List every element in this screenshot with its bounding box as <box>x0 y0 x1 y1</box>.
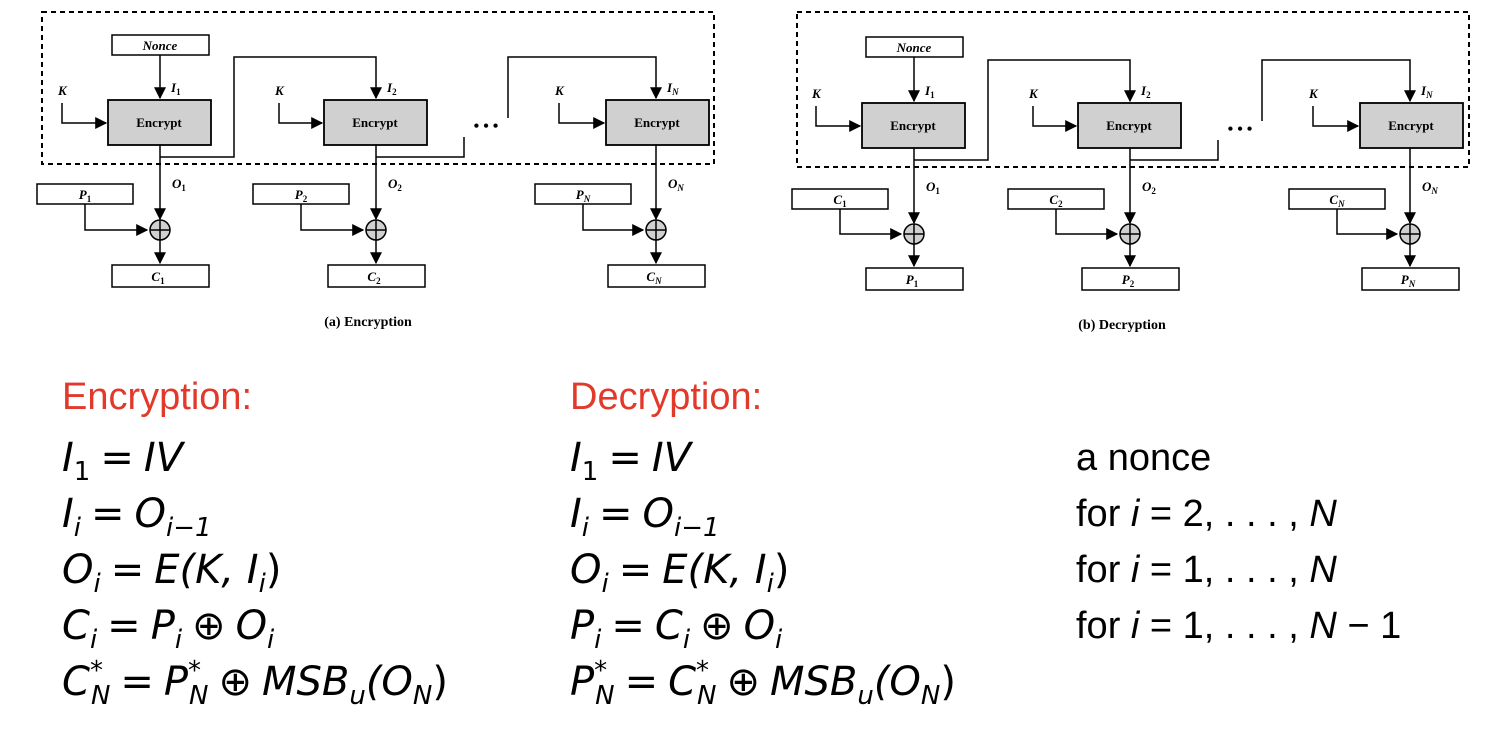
encryption-diagram: Nonce I1 K Encrypt O1 P1 C1 I2 K Encrypt… <box>36 11 715 330</box>
decryption-dashed-boundary <box>796 11 1470 168</box>
decryption-heading: Decryption: <box>570 376 763 418</box>
svg-text:ON: ON <box>1422 179 1438 196</box>
condition-2: for i = 2, . . . , N <box>1076 493 1337 535</box>
svg-text:K: K <box>811 86 822 101</box>
svg-text:I2: I2 <box>386 80 397 97</box>
key-label: K <box>57 83 68 98</box>
continuation-dots: • • • <box>474 118 499 135</box>
encryption-dashed-boundary <box>41 11 715 165</box>
enc-eq-5: C*N=P*N⊕MSBu(ON) <box>62 656 448 711</box>
encryption-heading: Encryption: <box>62 376 253 418</box>
encrypt-block <box>1077 102 1182 149</box>
svg-text:Encrypt: Encrypt <box>890 118 936 133</box>
ofb-mode-diagram: Nonce I1 K Encrypt O1 P1 C1 I2 K Encrypt… <box>36 11 1470 333</box>
condition-3: for i = 1, . . . , N <box>1076 549 1337 591</box>
svg-text:I2: I2 <box>1140 83 1151 100</box>
svg-text:K: K <box>274 83 285 98</box>
condition-4: for i = 1, . . . , N − 1 <box>1076 605 1402 647</box>
encryption-caption: (a) Encryption <box>324 315 412 330</box>
dec-eq-5: P*N=C*N⊕MSBu(ON) <box>570 656 956 711</box>
svg-text:Encrypt: Encrypt <box>634 115 680 130</box>
svg-text:Encrypt: Encrypt <box>1388 118 1434 133</box>
svg-text:O1: O1 <box>926 179 940 196</box>
svg-text:I1: I1 <box>924 83 935 100</box>
enc-eq-4: Ci=Pi⊕Oi <box>62 603 275 655</box>
svg-text:O1: O1 <box>172 176 186 193</box>
decryption-caption: (b) Decryption <box>1078 318 1166 333</box>
enc-eq-1: I1=IV <box>62 435 184 487</box>
svg-text:Encrypt: Encrypt <box>352 115 398 130</box>
svg-text:IN: IN <box>1420 83 1433 100</box>
svg-text:IN: IN <box>666 80 679 97</box>
svg-text:Encrypt: Encrypt <box>1106 118 1152 133</box>
dec-eq-3: Oi=E(K, Ii) <box>570 547 790 599</box>
encrypt-block <box>1359 102 1464 149</box>
svg-text:Encrypt: Encrypt <box>136 115 182 130</box>
enc-eq-3: Oi=E(K, Ii) <box>62 547 282 599</box>
svg-text:Nonce: Nonce <box>896 40 932 55</box>
nonce-label: Nonce <box>142 38 178 53</box>
svg-text:K: K <box>1028 86 1039 101</box>
svg-text:K: K <box>554 83 565 98</box>
dec-eq-4: Pi=Ci⊕Oi <box>570 603 783 655</box>
svg-text:ON: ON <box>668 176 684 193</box>
encrypt-block <box>107 99 212 146</box>
encrypt-block <box>605 99 710 146</box>
decryption-diagram: Nonce I1 K Encrypt O1 C1 P1 I2 K Encrypt… <box>791 11 1470 333</box>
svg-text:O2: O2 <box>1142 179 1156 196</box>
dec-eq-2: Ii=Oi−1 <box>570 491 720 543</box>
condition-1: a nonce <box>1076 437 1212 479</box>
dec-eq-1: I1=IV <box>570 435 692 487</box>
svg-text:O2: O2 <box>388 176 402 193</box>
continuation-dots: • • • <box>1228 121 1253 138</box>
svg-text:I1: I1 <box>170 80 181 97</box>
svg-text:K: K <box>1308 86 1319 101</box>
enc-eq-2: Ii=Oi−1 <box>62 491 212 543</box>
encrypt-block <box>861 102 966 149</box>
